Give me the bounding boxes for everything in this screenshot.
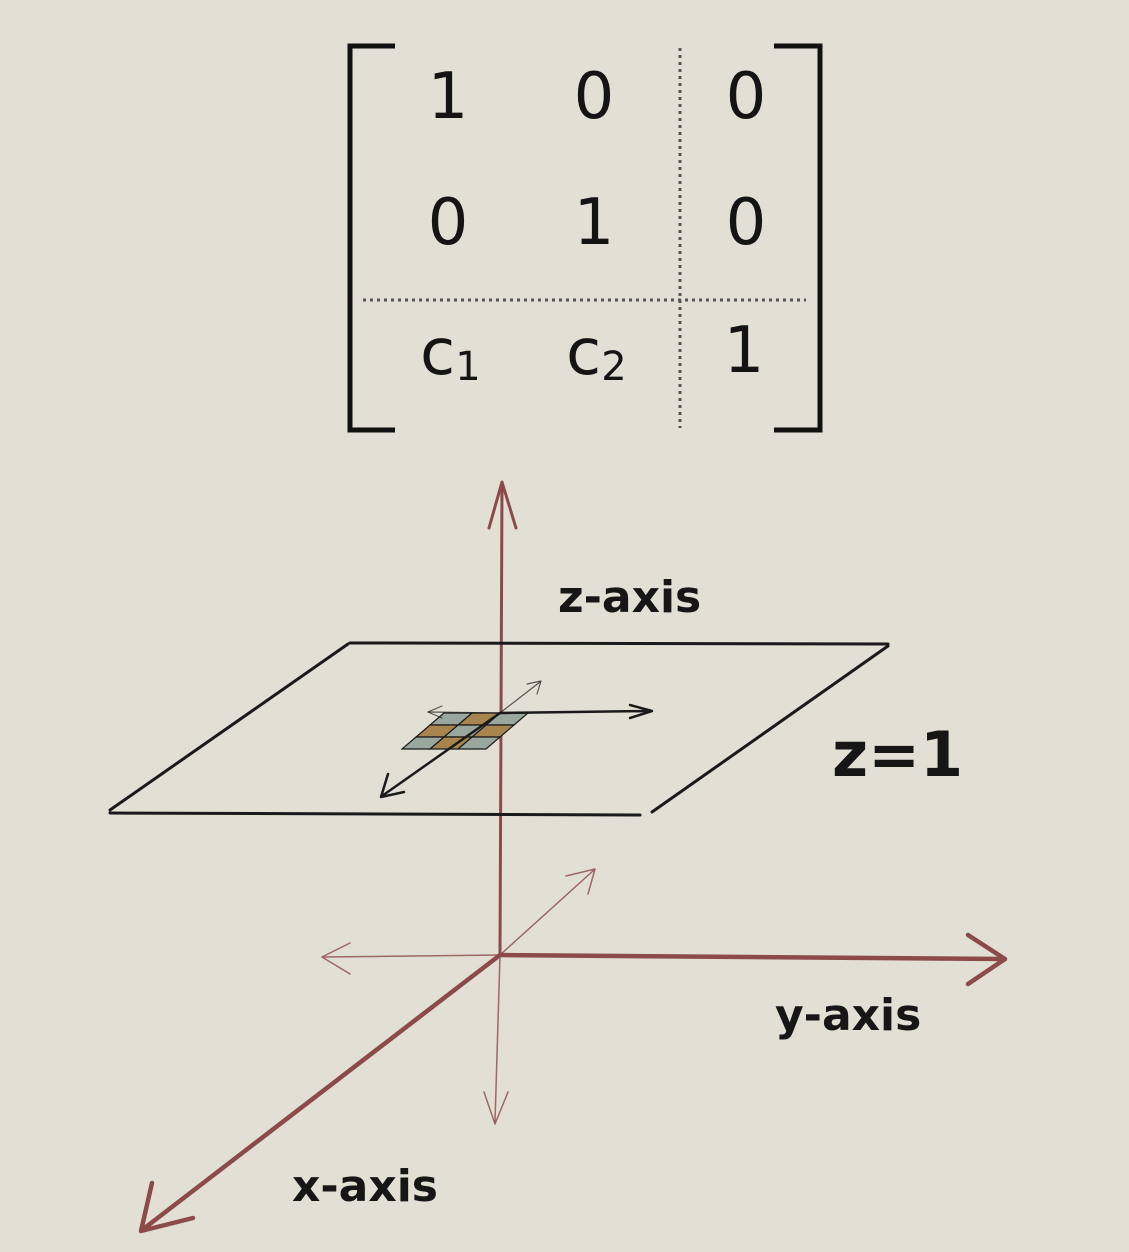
plane-edge-right bbox=[650, 644, 890, 814]
plane-edge-top bbox=[348, 641, 890, 646]
matrix-cell-r2c1: 0 bbox=[428, 186, 469, 260]
z-axis-label: z-axis bbox=[558, 572, 701, 623]
matrix-cell-r1c3: 0 bbox=[726, 60, 767, 134]
matrix-cell-r1c1: 1 bbox=[428, 60, 469, 134]
plane-negative-y-line bbox=[427, 711, 501, 714]
coordinate-axes bbox=[138, 480, 1008, 1234]
matrix-cell-r3c1: c1 bbox=[420, 316, 481, 390]
negative-x-axis-line bbox=[499, 869, 595, 956]
plane-edge-left bbox=[108, 642, 350, 812]
plane-x-axis-arrowhead bbox=[379, 772, 406, 799]
negative-z-axis-line bbox=[494, 954, 501, 1123]
matrix: 1 0 0 0 1 0 c1 c2 1 bbox=[347, 43, 823, 433]
plane-grid bbox=[400, 712, 530, 750]
x-axis-label: x-axis bbox=[292, 1161, 438, 1212]
plane-grid-cell bbox=[400, 736, 446, 750]
plane-axes bbox=[379, 680, 654, 799]
plane-negative-y-arrowhead bbox=[427, 705, 443, 719]
plane-label: z=1 bbox=[832, 718, 963, 791]
plane-y-axis-arrowhead bbox=[628, 703, 654, 720]
plane-negative-x-arrowhead bbox=[526, 680, 542, 695]
plane-z1 bbox=[108, 641, 890, 817]
negative-x-axis-arrowhead bbox=[565, 868, 596, 895]
y-axis-line bbox=[497, 952, 1007, 962]
matrix-cell-r2c2: 1 bbox=[574, 186, 615, 260]
y-axis-arrowhead bbox=[965, 932, 1008, 987]
matrix-cell-r1c2: 0 bbox=[574, 60, 615, 134]
plane-x-axis-line bbox=[380, 711, 502, 798]
negative-z-axis-arrowhead bbox=[483, 1091, 509, 1125]
negative-y-axis-arrowhead bbox=[321, 942, 351, 975]
plane-edge-bottom bbox=[108, 811, 642, 817]
matrix-cell-r3c2: c2 bbox=[566, 316, 627, 390]
plane-negative-x-line bbox=[499, 681, 541, 714]
plane-y-axis-line bbox=[498, 709, 652, 715]
matrix-cell-r2c3: 0 bbox=[726, 186, 767, 260]
left-bracket bbox=[347, 43, 395, 433]
negative-y-axis-line bbox=[323, 954, 501, 958]
y-axis-label: y-axis bbox=[775, 990, 921, 1041]
right-bracket bbox=[774, 43, 823, 433]
x-axis-arrowhead bbox=[138, 1180, 196, 1234]
x-axis-line bbox=[139, 952, 503, 1233]
z-axis-arrowhead bbox=[487, 480, 518, 530]
matrix-cell-r3c3: 1 bbox=[724, 314, 765, 388]
